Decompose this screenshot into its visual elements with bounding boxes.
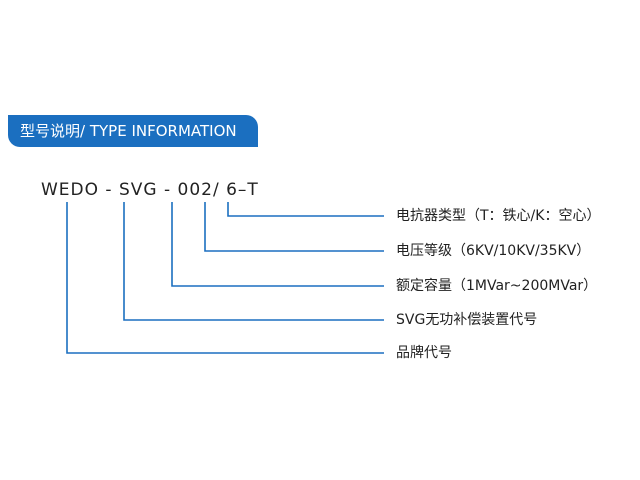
section-title-badge: 型号说明/ TYPE INFORMATION: [8, 115, 258, 147]
label-voltage-level: 电压等级（6KV/10KV/35KV）: [396, 243, 591, 259]
label-svg-code: SVG无功补偿装置代号: [396, 312, 538, 328]
connector-svg-code: [123, 202, 384, 321]
connector-reactor-type: [227, 202, 384, 217]
connector-voltage-level: [204, 202, 384, 252]
label-rated-capacity: 额定容量（1MVar~200MVar）: [396, 278, 598, 294]
connector-brand-code: [66, 202, 384, 354]
connector-rated-capacity: [171, 202, 384, 287]
model-code: WEDO - SVG - 002/ 6–T: [41, 180, 259, 200]
label-reactor-type: 电抗器类型（T：铁心/K：空心）: [396, 208, 601, 224]
label-brand-code: 品牌代号: [396, 345, 452, 361]
